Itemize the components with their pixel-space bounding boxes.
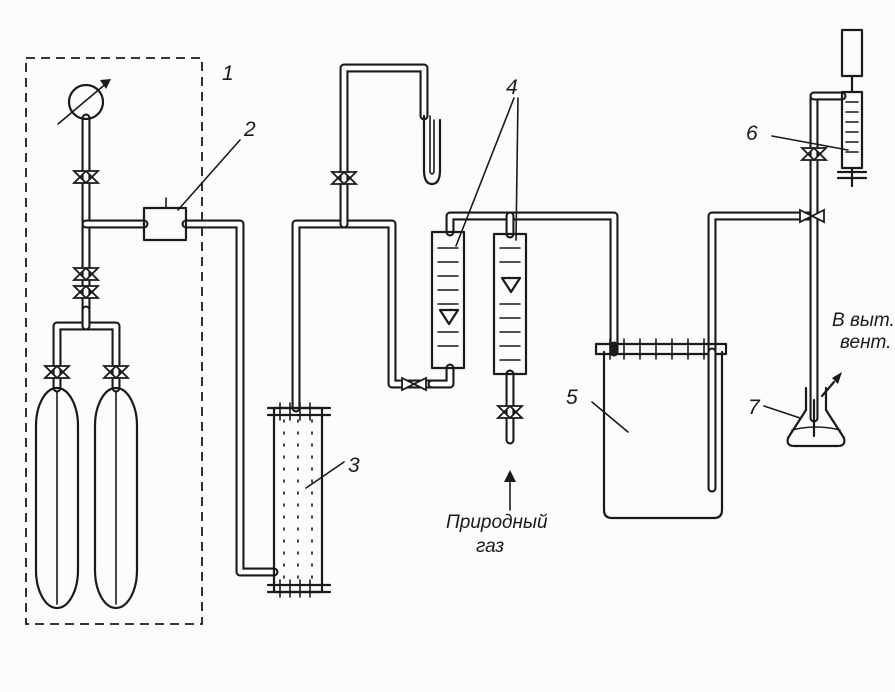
leader-lines xyxy=(177,97,849,489)
natural-gas-label-line2: газ xyxy=(476,536,504,557)
vessel xyxy=(594,338,728,520)
pressure-gauge xyxy=(57,79,111,125)
burette xyxy=(836,28,868,188)
valve-burette xyxy=(799,208,825,224)
valve-manometer xyxy=(329,170,359,186)
rotameter-right xyxy=(492,232,528,376)
natural-gas-label-line1: Природный xyxy=(446,512,548,533)
label-3: 3 xyxy=(348,454,360,477)
gas-inlet-arrow xyxy=(504,470,516,511)
valve-cylinder-right xyxy=(101,364,131,380)
valve-upper-manifold xyxy=(71,266,101,282)
adsorber-column xyxy=(266,402,332,598)
vent-label-line1: В выт. xyxy=(832,310,895,331)
label-7: 7 xyxy=(748,396,761,419)
gas-supply-enclosure xyxy=(25,57,203,625)
rotameter-left xyxy=(430,230,466,370)
valve-natural-gas xyxy=(495,404,525,420)
label-5: 5 xyxy=(566,386,578,409)
valve-burette-top xyxy=(799,146,829,162)
tubing xyxy=(52,63,847,577)
conical-flask xyxy=(786,372,846,448)
label-4: 4 xyxy=(506,76,518,99)
valve-rotameter xyxy=(401,376,427,392)
label-6: 6 xyxy=(746,122,758,145)
label-2: 2 xyxy=(243,118,256,141)
reducer-box xyxy=(142,206,188,242)
valve-gauge xyxy=(71,169,101,185)
u-tube-manometer xyxy=(422,114,442,186)
valve-lower-manifold xyxy=(71,284,101,300)
gas-cylinders xyxy=(34,386,139,610)
label-1: 1 xyxy=(222,62,234,85)
valves xyxy=(42,146,829,420)
valve-cylinder-left xyxy=(42,364,72,380)
vent-label-line2: вент. xyxy=(840,332,891,353)
